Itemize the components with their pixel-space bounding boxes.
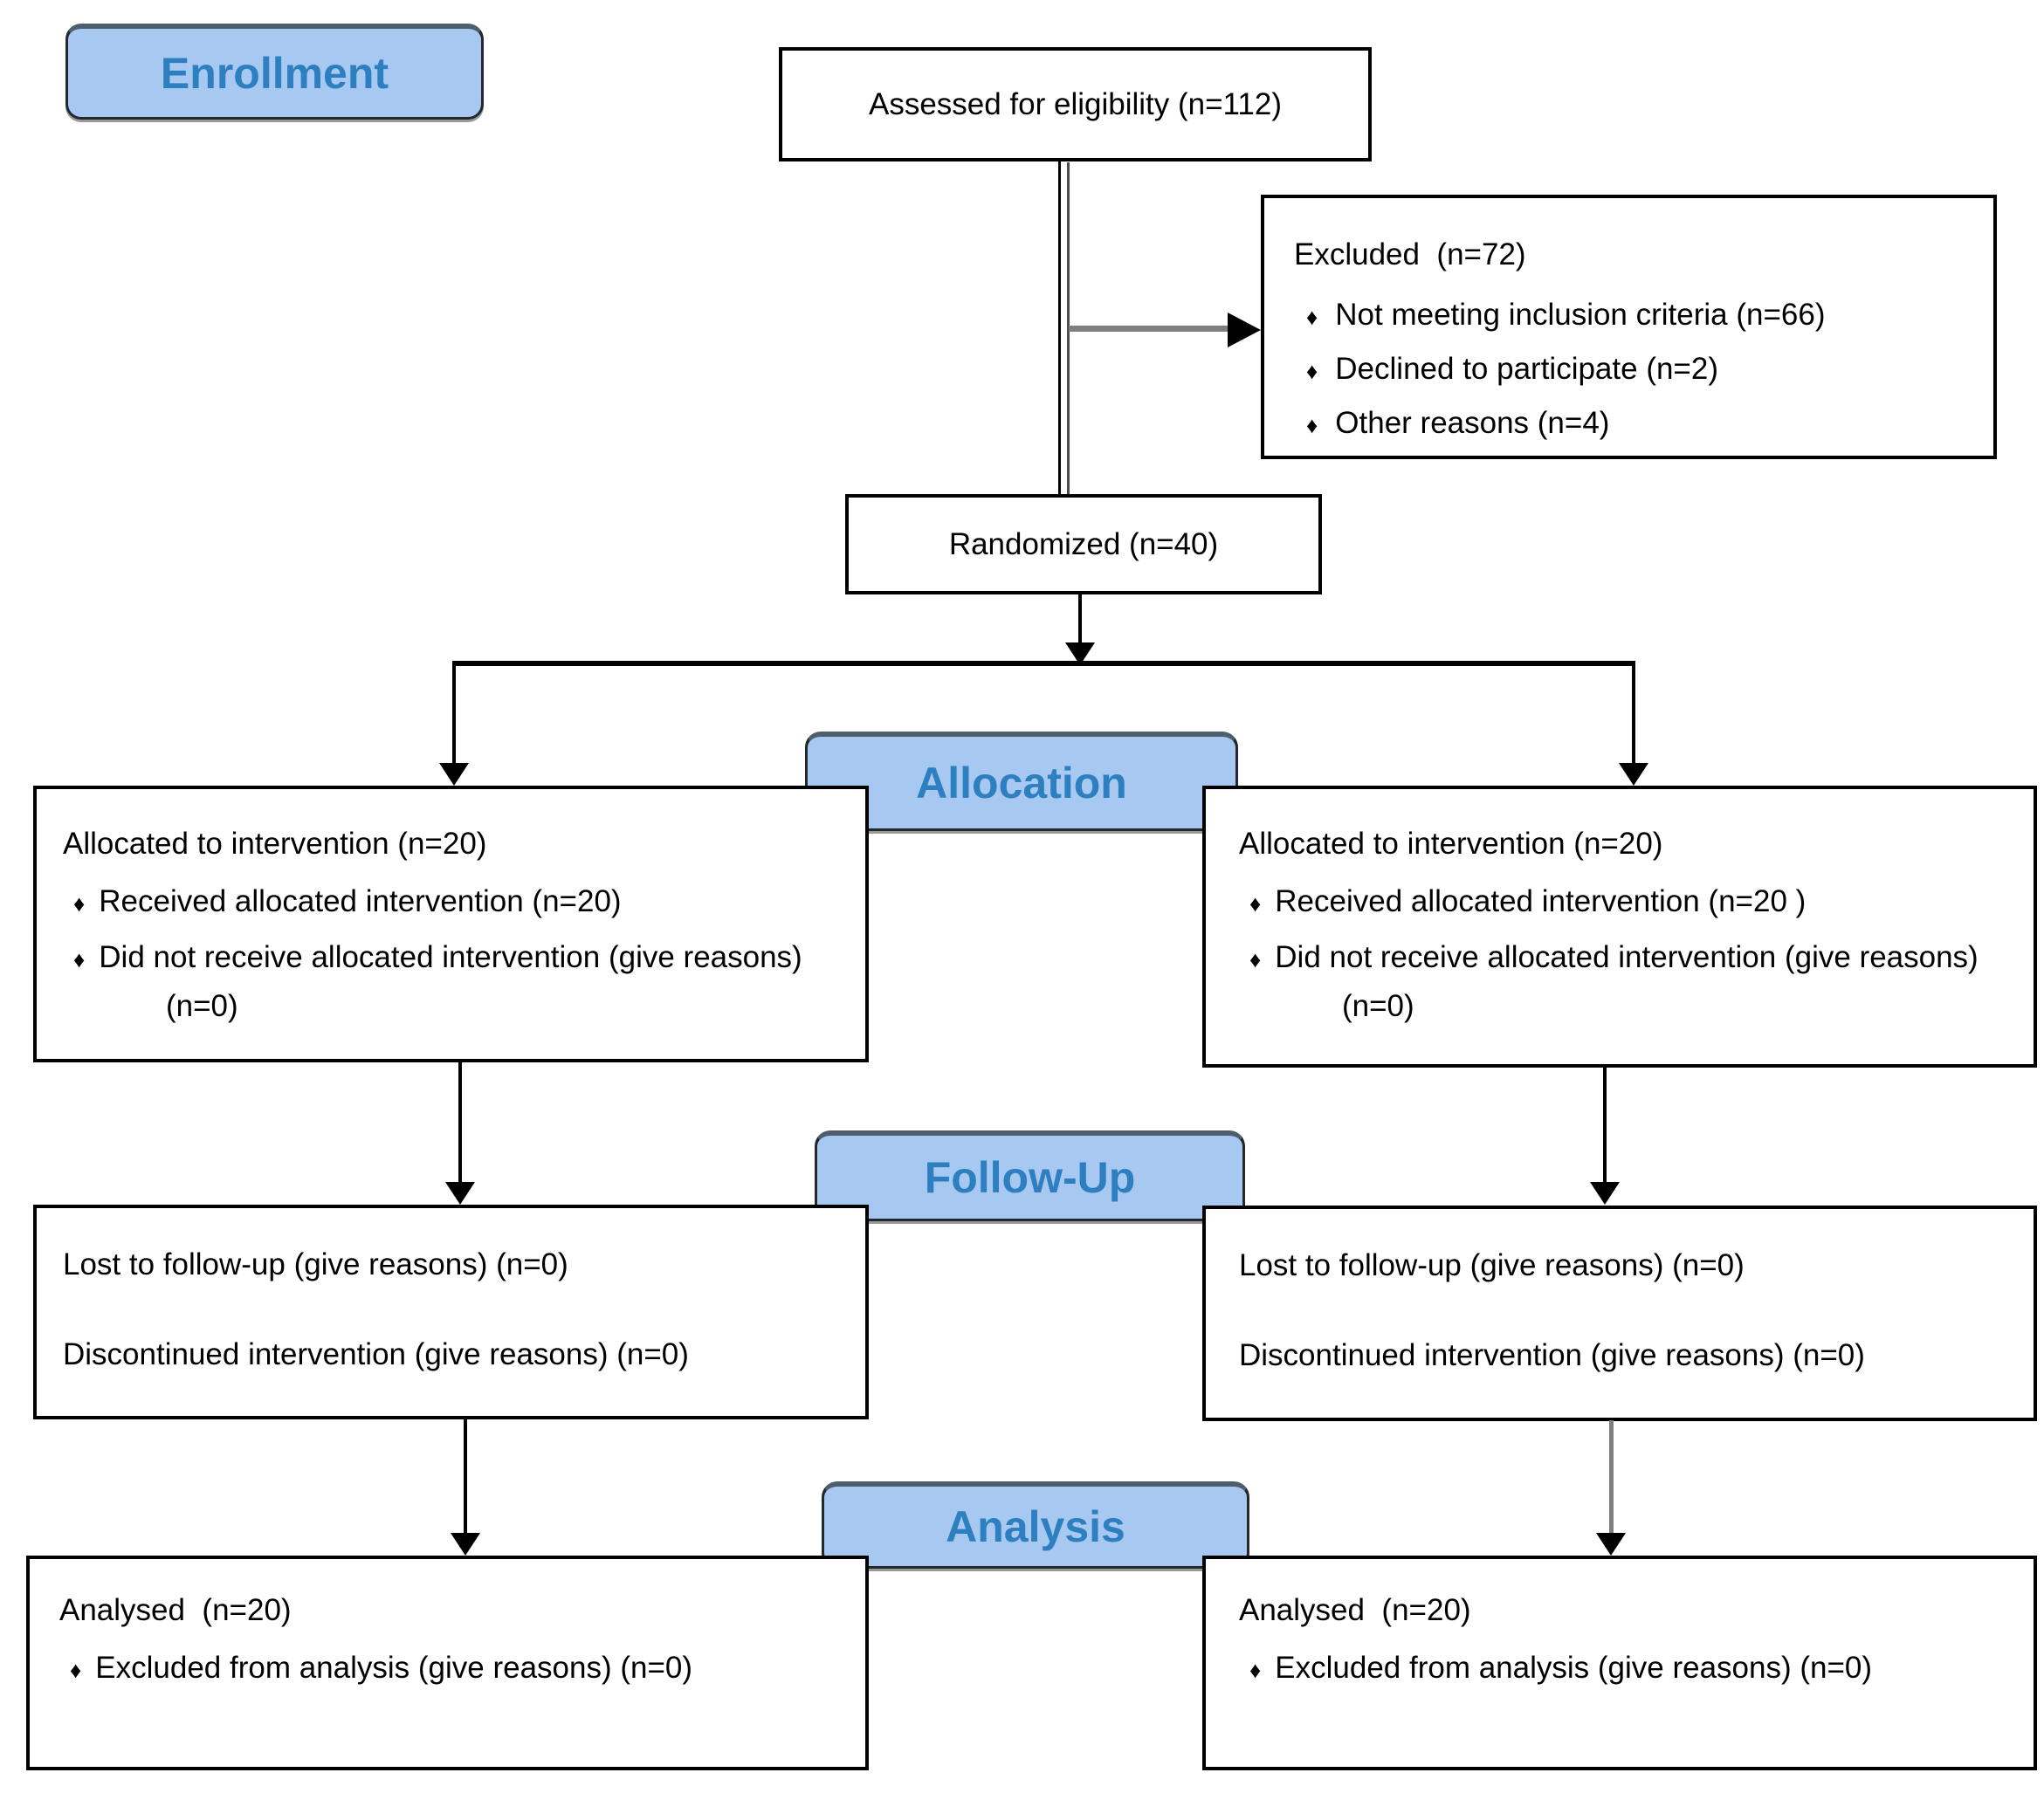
connector-assessed-to-randomized-line <box>1058 161 1061 496</box>
list-item: ♦ Received allocated intervention (n=20 ) <box>1239 878 2016 927</box>
assessed-text: Assessed for eligibility (n=112) <box>868 86 1283 121</box>
connector-to-excluded-line <box>1069 326 1229 332</box>
box-assessed-for-eligibility: Assessed for eligibility (n=112) <box>779 47 1372 161</box>
arrowhead-down-icon <box>1590 1182 1620 1205</box>
diamond-bullet-icon: ♦ <box>1249 890 1262 917</box>
analysis-right-list: ♦ Excluded from analysis (give reasons) (… <box>1239 1645 2016 1694</box>
excluded-item-text: Declined to participate (n=2) <box>1335 352 1718 386</box>
phase-label-allocation-text: Allocation <box>916 758 1127 807</box>
list-item: ♦ Not meeting inclusion criteria (n=66) <box>1294 289 1976 343</box>
allocation-left-list: ♦Received allocated intervention (n=20) … <box>63 878 848 1030</box>
phase-label-enrollment-text: Enrollment <box>160 48 389 98</box>
arrowhead-down-icon <box>451 1533 480 1556</box>
phase-label-enrollment: Enrollment <box>65 24 484 120</box>
followup-line: Discontinued intervention (give reasons)… <box>1239 1338 1865 1372</box>
phase-label-analysis-text: Analysis <box>946 1501 1125 1551</box>
list-item: ♦ Did not receive allocated intervention … <box>63 934 848 1030</box>
branch-horizontal-line <box>452 661 1635 666</box>
arrowhead-down-icon <box>1619 763 1648 786</box>
analysis-left-list: ♦ Excluded from analysis (give reasons) (… <box>59 1645 848 1694</box>
list-item: ♦ Excluded from analysis (give reasons) (… <box>1239 1645 2016 1694</box>
box-allocation-right: Allocated to intervention (n=20) ♦ Receiv… <box>1202 786 2037 1068</box>
diamond-bullet-icon: ♦ <box>1249 1657 1262 1683</box>
diamond-bullet-icon: ♦ <box>1306 412 1318 438</box>
analysis-item-text: Excluded from analysis (give reasons) (n… <box>1275 1651 1873 1685</box>
connector-allocation-to-followup-left-line <box>458 1061 462 1184</box>
connector-branch-to-allocation-left-line <box>452 663 456 765</box>
box-analysis-right: Analysed (n=20) ♦ Excluded from analysis … <box>1202 1556 2037 1770</box>
list-item: ♦ Other reasons (n=4) <box>1294 397 1976 451</box>
analysis-left-title: Analysed (n=20) <box>59 1593 292 1627</box>
allocation-right-title: Allocated to intervention (n=20) <box>1239 827 1663 861</box>
allocation-item-text: Received allocated intervention (n=20) <box>99 884 622 918</box>
allocation-item-text: Did not receive allocated intervention (… <box>1275 940 1987 1023</box>
allocation-item-text: Received allocated intervention (n=20 ) <box>1275 884 1807 918</box>
connector-randomized-to-branch-line <box>1078 594 1082 645</box>
followup-line: Discontinued intervention (give reasons)… <box>63 1337 689 1371</box>
phase-label-followup: Follow-Up <box>815 1130 1245 1221</box>
list-item: ♦ Declined to participate (n=2) <box>1294 343 1976 397</box>
diamond-bullet-icon: ♦ <box>1249 946 1262 972</box>
phase-label-followup-text: Follow-Up <box>924 1152 1136 1202</box>
connector-assessed-to-randomized-line-2 <box>1067 162 1070 494</box>
excluded-list: ♦ Not meeting inclusion criteria (n=66) ♦… <box>1294 289 1976 451</box>
connector-followup-to-analysis-right-line <box>1609 1420 1614 1535</box>
box-followup-left: Lost to follow-up (give reasons) (n=0) D… <box>33 1205 869 1419</box>
analysis-right-title: Analysed (n=20) <box>1239 1593 1471 1627</box>
box-analysis-left: Analysed (n=20) ♦ Excluded from analysis … <box>26 1556 869 1770</box>
connector-followup-to-analysis-left-line <box>464 1419 467 1535</box>
diamond-bullet-icon: ♦ <box>73 890 86 917</box>
allocation-right-list: ♦ Received allocated intervention (n=20 )… <box>1239 878 2016 1030</box>
diamond-bullet-icon: ♦ <box>1306 304 1318 330</box>
phase-label-analysis: Analysis <box>822 1481 1249 1569</box>
allocation-left-title: Allocated to intervention (n=20) <box>63 827 487 861</box>
randomized-text: Randomized (n=40) <box>948 526 1219 561</box>
box-followup-right: Lost to follow-up (give reasons) (n=0) D… <box>1202 1206 2037 1421</box>
diamond-bullet-icon: ♦ <box>73 946 86 972</box>
arrowhead-down-icon <box>445 1182 475 1205</box>
box-randomized: Randomized (n=40) <box>845 494 1322 594</box>
analysis-item-text: Excluded from analysis (give reasons) (n… <box>95 1651 693 1685</box>
diamond-bullet-icon: ♦ <box>1306 358 1318 384</box>
excluded-item-text: Not meeting inclusion criteria (n=66) <box>1335 298 1826 332</box>
allocation-item-text: Did not receive allocated intervention (… <box>99 940 811 1023</box>
list-item: ♦ Excluded from analysis (give reasons) (… <box>59 1645 848 1694</box>
box-allocation-left: Allocated to intervention (n=20) ♦ Receiv… <box>33 786 869 1062</box>
arrowhead-right-icon <box>1228 313 1261 347</box>
followup-line: Lost to follow-up (give reasons) (n=0) <box>63 1247 568 1281</box>
diamond-bullet-icon: ♦ <box>70 1657 82 1683</box>
connector-branch-to-allocation-right-line <box>1632 663 1635 765</box>
arrowhead-down-icon <box>439 763 469 786</box>
connector-allocation-to-followup-right-line <box>1603 1067 1607 1184</box>
excluded-title: Excluded (n=72) <box>1294 237 1526 271</box>
excluded-item-text: Other reasons (n=4) <box>1335 406 1610 440</box>
arrowhead-down-icon <box>1596 1533 1626 1556</box>
box-excluded: Excluded (n=72) ♦ Not meeting inclusion c… <box>1261 195 1997 459</box>
followup-line: Lost to follow-up (give reasons) (n=0) <box>1239 1248 1745 1282</box>
list-item: ♦ Received allocated intervention (n=20) <box>63 878 848 927</box>
phase-label-allocation: Allocation <box>805 732 1238 831</box>
list-item: ♦ Did not receive allocated intervention … <box>1239 934 2016 1030</box>
